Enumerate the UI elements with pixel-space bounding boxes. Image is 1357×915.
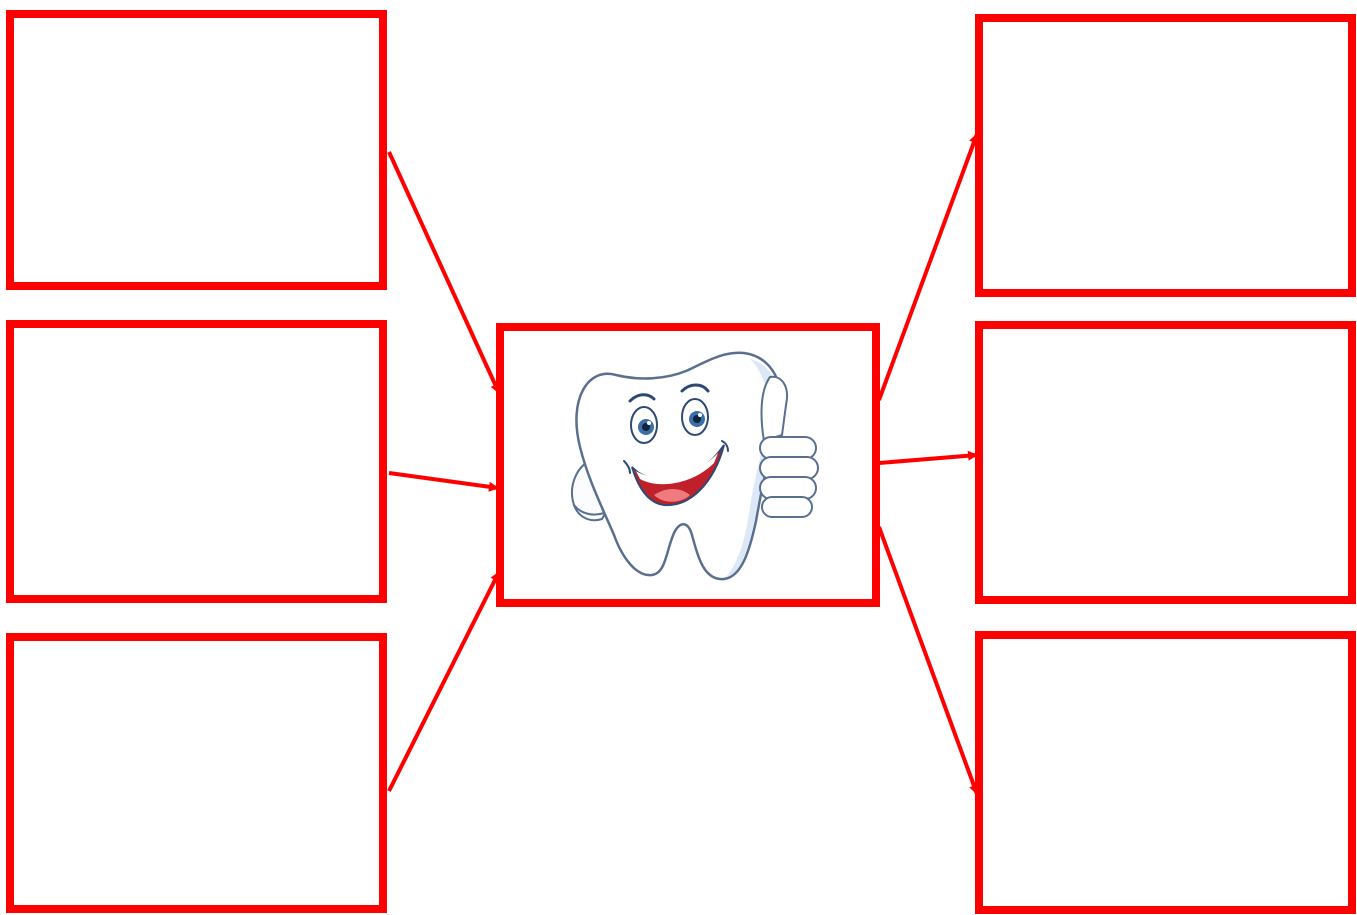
right-box-3 [975, 631, 1356, 914]
left-box-3 [6, 633, 387, 913]
arrow-left3-to-center [389, 572, 499, 791]
left-box-2 [6, 320, 387, 603]
center-box [496, 323, 880, 607]
arrow-center-to-right3 [879, 527, 977, 794]
right-box-2 [975, 321, 1356, 604]
arrow-center-to-right2 [879, 455, 977, 463]
arrow-left2-to-center [389, 473, 498, 488]
right-box-1 [975, 14, 1356, 297]
arrow-left1-to-center [389, 152, 499, 393]
tooth-thumbs-up-icon [554, 337, 824, 597]
arrow-center-to-right1 [879, 134, 977, 400]
left-box-1 [6, 10, 387, 290]
